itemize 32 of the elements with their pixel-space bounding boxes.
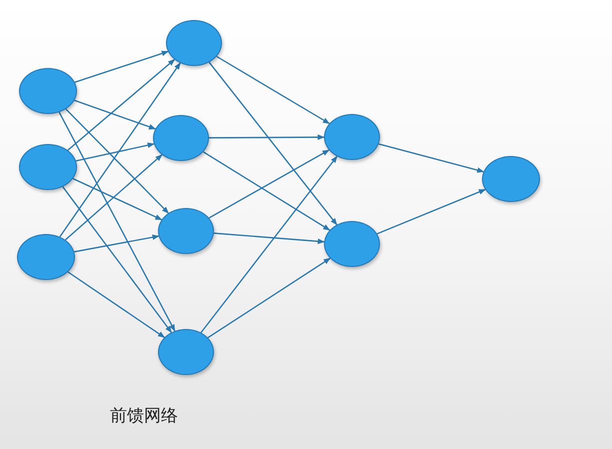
- arrow: [74, 234, 160, 252]
- neuron-circle: [17, 234, 75, 280]
- neuron-circle: [19, 144, 77, 190]
- arrow: [76, 142, 155, 162]
- arrow: [376, 188, 486, 234]
- arrow: [67, 59, 176, 151]
- arrow: [216, 56, 330, 124]
- arrow: [59, 62, 181, 238]
- arrow: [208, 62, 338, 226]
- arrow: [74, 100, 156, 130]
- arrow: [378, 143, 484, 173]
- arrow: [64, 154, 162, 240]
- arrow: [208, 150, 330, 218]
- arrow: [58, 112, 176, 332]
- neuron-circle: [324, 114, 380, 160]
- diagram-caption: 前馈网络: [110, 405, 178, 427]
- arrow: [72, 178, 162, 220]
- arrow: [208, 258, 331, 338]
- arrow: [68, 271, 165, 338]
- arrow: [74, 50, 169, 83]
- neuron-circle: [482, 156, 540, 202]
- arrow: [62, 186, 172, 333]
- neuron-circle: [158, 208, 214, 254]
- neuron-circle: [19, 68, 77, 114]
- neuron-circle: [324, 221, 380, 267]
- arrow: [214, 232, 325, 244]
- neuron-circle: [153, 115, 209, 161]
- arrow: [203, 151, 330, 231]
- arrow: [200, 156, 338, 333]
- arrow: [65, 108, 169, 214]
- neuron-circle: [158, 329, 214, 375]
- neuron-circle: [166, 20, 222, 66]
